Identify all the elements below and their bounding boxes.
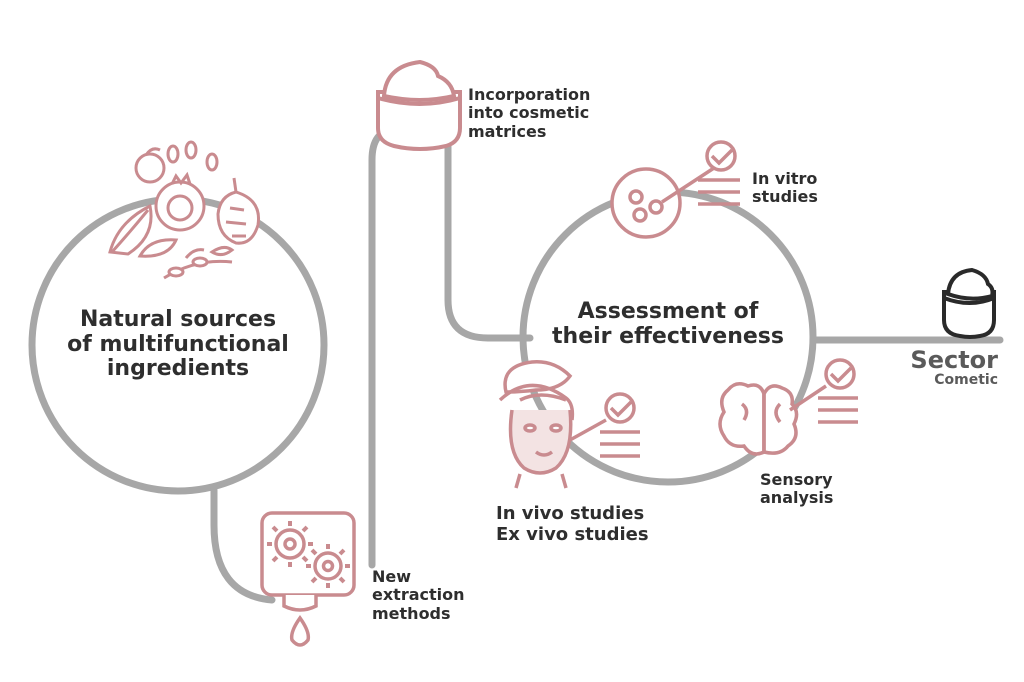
assessment-line-2: their effectiveness [552,323,784,349]
assessment-line-1: Assessment of [577,299,759,324]
track-to-extraction [210,486,276,604]
sector-cream-jar-icon [942,267,996,339]
in-vivo-line-2: Ex vivo studies [496,523,649,545]
incorporation-line-1: Incorporation [468,85,591,104]
gears-dropper-icon [260,511,356,647]
sector-label: Sector Cometic [910,346,998,389]
sensory-line-2: analysis [760,488,834,508]
sector-title: Sector [910,346,998,374]
cream-jar-icon [376,59,462,151]
in-vivo-line-1: In vivo studies [496,503,645,524]
fruit-plant-icon [108,140,261,280]
extraction-line-2: extraction [372,585,465,605]
cells-checklist-icon [610,140,740,239]
incorporation-line-3: matrices [468,121,547,141]
extraction-line-3: methods [372,603,451,623]
brain-checklist-icon [718,358,858,456]
sensory-label: Sensory analysis [760,470,834,508]
extraction-line-1: New [372,567,412,586]
assessment-label: Assessment of their effectiveness [536,299,800,349]
natural-sources-line-3: ingredients [106,356,250,382]
in-vivo-label: In vivo studies Ex vivo studies [496,503,649,545]
in-vitro-label: In vitro studies [752,169,818,207]
sector-subtitle: Cometic [934,372,998,389]
sensory-line-1: Sensory [760,470,833,489]
extraction-label: New extraction methods [372,567,465,623]
track-to-incorporation [368,126,399,569]
face-mask-checklist-icon [498,360,640,489]
natural-sources-label: Natural sources of multifunctional ingre… [40,307,316,382]
in-vitro-line-1: In vitro [752,169,818,188]
track-to-assessment [444,136,534,342]
natural-sources-line-1: Natural sources [79,307,277,332]
incorporation-line-2: into cosmetic [468,103,590,123]
natural-sources-line-2: of multifunctional [67,331,289,357]
in-vitro-line-2: studies [752,187,818,207]
incorporation-label: Incorporation into cosmetic matrices [468,85,591,141]
